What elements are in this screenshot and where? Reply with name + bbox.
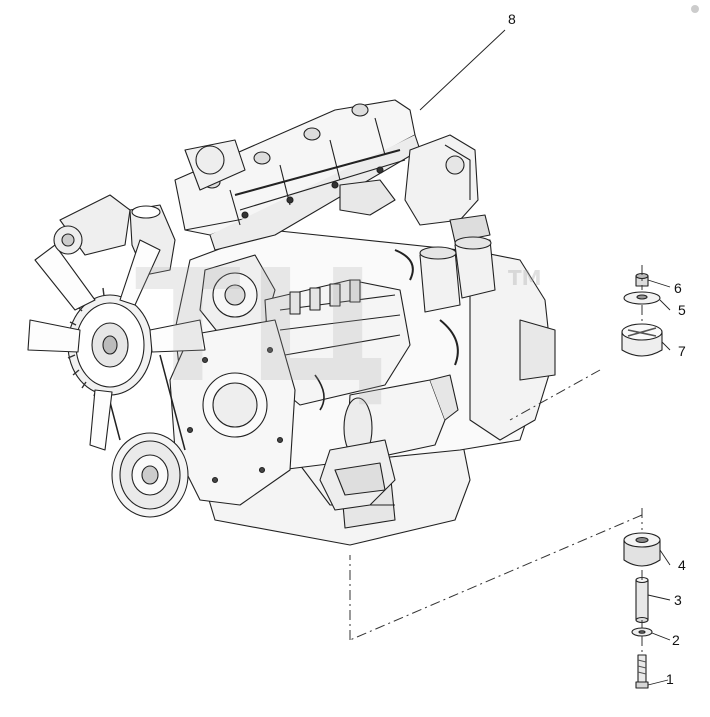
control-box (339, 179, 396, 216)
cooling-fan (27, 239, 206, 451)
lower-mount-parts (623, 532, 661, 689)
assembly-guide-lines (349, 265, 643, 655)
part-1-bolt (635, 654, 649, 689)
corner-marker (691, 5, 699, 13)
part-7-rubber-mount (621, 323, 663, 357)
callout-2: 2 (672, 632, 680, 648)
leader-lines (419, 29, 671, 686)
fan-hub (67, 294, 153, 396)
callout-5: 5 (678, 302, 686, 318)
callout-8: 8 (508, 11, 516, 27)
part-4-bushing (623, 532, 661, 567)
watermark-text: ТЦ (135, 236, 397, 417)
callout-3: 3 (674, 592, 682, 608)
crankshaft-pulley (111, 432, 189, 518)
engine-assembly (27, 99, 556, 546)
callout-6: 6 (674, 280, 682, 296)
callout-4: 4 (678, 557, 686, 573)
part-3-sleeve (635, 576, 649, 624)
watermark-trademark: TM (508, 266, 542, 290)
intake-manifold (404, 134, 479, 226)
part-2-washer (631, 627, 653, 637)
callout-1: 1 (666, 671, 674, 687)
callout-7: 7 (678, 343, 686, 359)
part-5-washer (623, 291, 661, 305)
flywheel-housing (469, 249, 553, 441)
upper-mount-parts (621, 272, 663, 357)
